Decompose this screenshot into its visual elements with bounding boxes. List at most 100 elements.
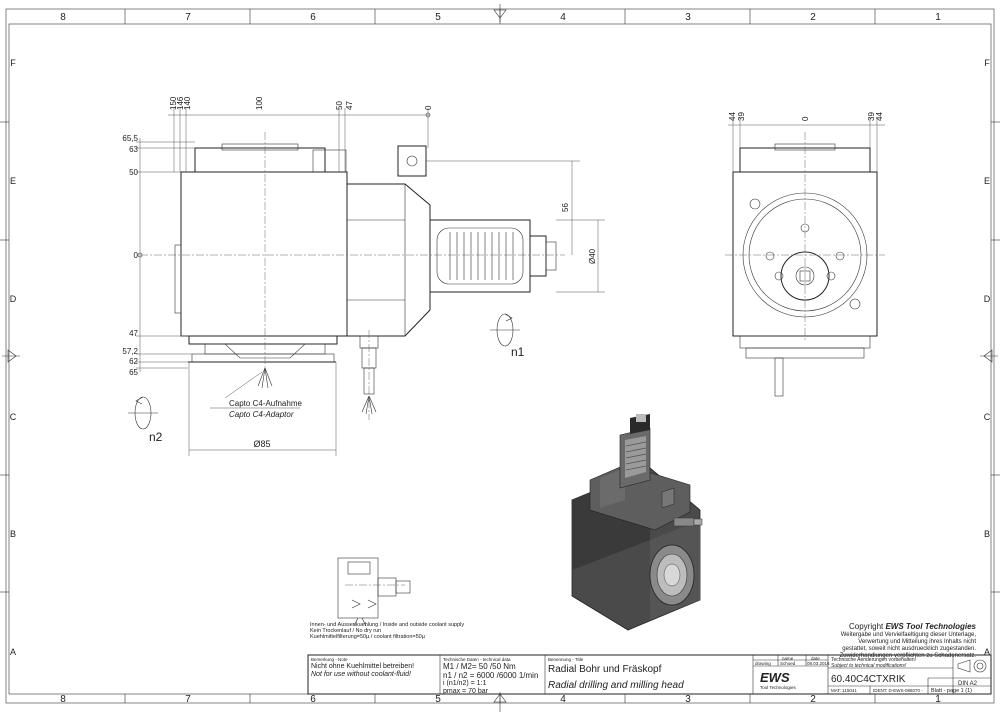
drawn-date: 08.03.2016 xyxy=(807,661,830,666)
column-label: 6 xyxy=(310,12,316,23)
column-label: 4 xyxy=(560,12,566,23)
dim-label: 100 xyxy=(255,96,264,110)
row-label: F xyxy=(984,58,990,68)
row-label: C xyxy=(984,412,991,422)
row-label: E xyxy=(984,176,990,186)
coolant-schematic xyxy=(337,557,411,627)
note-en: Not for use without coolant-fluid! xyxy=(311,671,411,678)
dim-label: 39 xyxy=(737,112,746,121)
coolant-note: Kein Trockenlauf / No dry run xyxy=(310,628,381,634)
rotation-label: n2 xyxy=(149,430,163,444)
mat-number: MAT: 115041 xyxy=(831,688,857,693)
row-label: F xyxy=(10,58,16,68)
dim-label: Ø85 xyxy=(253,439,270,449)
dim-label: 65,5 xyxy=(122,134,138,143)
dim-label: 47 xyxy=(345,101,354,110)
isometric-render xyxy=(571,414,703,631)
drawn-by: Schoed xyxy=(780,661,796,666)
dim-label: 140 xyxy=(183,96,192,110)
dim-label: 39 xyxy=(867,112,876,121)
column-label: 8 xyxy=(60,12,66,23)
row-label: C xyxy=(10,412,17,422)
row-label: D xyxy=(10,294,17,304)
ident-number: IDENT: D-EWS-086070 - xyxy=(873,688,923,693)
row-label: A xyxy=(10,647,16,657)
copyright-line: Zuwiderhandlungen verpflichten zu Schade… xyxy=(840,653,977,659)
drawing-title-en: Radial drilling and milling head xyxy=(548,680,684,691)
copyright-prefix: Copyright xyxy=(849,622,885,631)
dim-label: 62 xyxy=(129,357,138,366)
callout-label: Capto C4-Adaptor xyxy=(229,410,294,419)
tech-speed: n1 / n2 = 6000 /6000 1/min xyxy=(443,671,538,680)
column-label: 7 xyxy=(185,12,191,23)
dim-label: 146 xyxy=(176,96,185,110)
col-name: name xyxy=(782,656,794,661)
note-header: Bemerkung - Note xyxy=(311,657,348,662)
name-header: Benennung - Title xyxy=(548,657,584,662)
title-block: Bemerkung - Note Nicht ohne Kuehlmittel … xyxy=(307,654,992,695)
dim-label: 44 xyxy=(728,112,737,121)
column-label: 4 xyxy=(560,694,566,705)
rotation-arrow-icon xyxy=(128,396,158,430)
copyright-brand: EWS Tool Technologies xyxy=(885,622,976,631)
row-label: E xyxy=(10,176,16,186)
dim-label: 47 xyxy=(129,329,138,338)
dim-label: 44 xyxy=(875,112,884,121)
dim-label: 50 xyxy=(335,101,344,110)
svg-text:Copyright EWS Tool Technologie: Copyright EWS Tool Technologies xyxy=(849,622,977,631)
row-label: B xyxy=(10,529,16,539)
tech-torque: M1 / M2= 50 /50 Nm xyxy=(443,662,516,671)
brand-logo: EWS xyxy=(760,670,790,685)
dim-label: 0 xyxy=(424,105,433,110)
row-label: D xyxy=(984,294,991,304)
mod-de: Technische Aenderungen vorbehalten! xyxy=(831,657,916,663)
column-label: 2 xyxy=(810,694,816,705)
capto-flange xyxy=(188,335,338,345)
dim-label: 56 xyxy=(561,203,570,212)
copyright-block: Copyright EWS Tool Technologies Weiterga… xyxy=(840,622,977,659)
column-label: 1 xyxy=(935,12,941,23)
dim-label: 0 xyxy=(801,116,810,121)
rotation-arrow-icon xyxy=(490,313,520,347)
coolant-note: Kuehlmittelfilterung=50µ / coolant filtr… xyxy=(310,634,426,640)
drawing-title-de: Radial Bohr und Fräskopf xyxy=(548,664,662,675)
projection-symbol-icon xyxy=(957,659,987,673)
front-view: 150 146 140 100 50 47 0 65,5 63 50 0 47 … xyxy=(122,96,605,456)
dim-label: 50 xyxy=(129,168,138,177)
sheet-page: Blatt - page 1 (1) xyxy=(931,688,972,694)
column-label: 5 xyxy=(435,12,441,23)
column-label: 3 xyxy=(685,694,691,705)
row-label: B xyxy=(984,529,990,539)
column-label: 7 xyxy=(185,694,191,705)
copyright-line: gestattet, soweit nicht ausdruecklich zu… xyxy=(842,646,976,652)
tech-ratio: i (n1/n2) = 1:1 xyxy=(443,680,486,687)
dim-label: 65 xyxy=(129,368,138,377)
row-drawing: drawing xyxy=(755,661,771,666)
coolant-note: Innen- und Aussenkuehlung / Inside and o… xyxy=(310,622,464,628)
dim-label: 150 xyxy=(169,96,178,110)
col-date: date xyxy=(811,656,820,661)
callout-label: Capto C4-Aufnahme xyxy=(229,399,302,408)
column-label: 6 xyxy=(310,694,316,705)
sheet-format: DIN A2 xyxy=(958,681,978,687)
side-view: 44 39 0 39 44 xyxy=(725,112,885,397)
column-label: 2 xyxy=(810,12,816,23)
dim-label: 63 xyxy=(129,145,138,154)
copyright-line: Weitergabe und Vervielfaeltigung dieser … xyxy=(841,632,977,638)
dim-label: 0 xyxy=(134,251,139,260)
brand-sub: Tool Technologies xyxy=(760,685,796,690)
dim-label: 57,2 xyxy=(122,347,138,356)
rotation-label: n1 xyxy=(511,345,525,359)
tech-pressure: pmax = 70 bar xyxy=(443,688,489,695)
column-label: 8 xyxy=(60,694,66,705)
part-number: 60.40C4CTXRIK xyxy=(831,674,906,685)
copyright-line: Verwertung und Mitteilung ihres Inhalts … xyxy=(858,639,976,645)
column-label: 3 xyxy=(685,12,691,23)
tech-header: Technische Daten - technical data xyxy=(443,657,511,662)
dim-label: Ø40 xyxy=(588,248,597,264)
column-label: 1 xyxy=(935,694,941,705)
note-de: Nicht ohne Kuehlmittel betreiben! xyxy=(311,663,414,670)
column-label: 5 xyxy=(435,694,441,705)
mod-en: Subject to technical modifications! xyxy=(831,663,907,669)
